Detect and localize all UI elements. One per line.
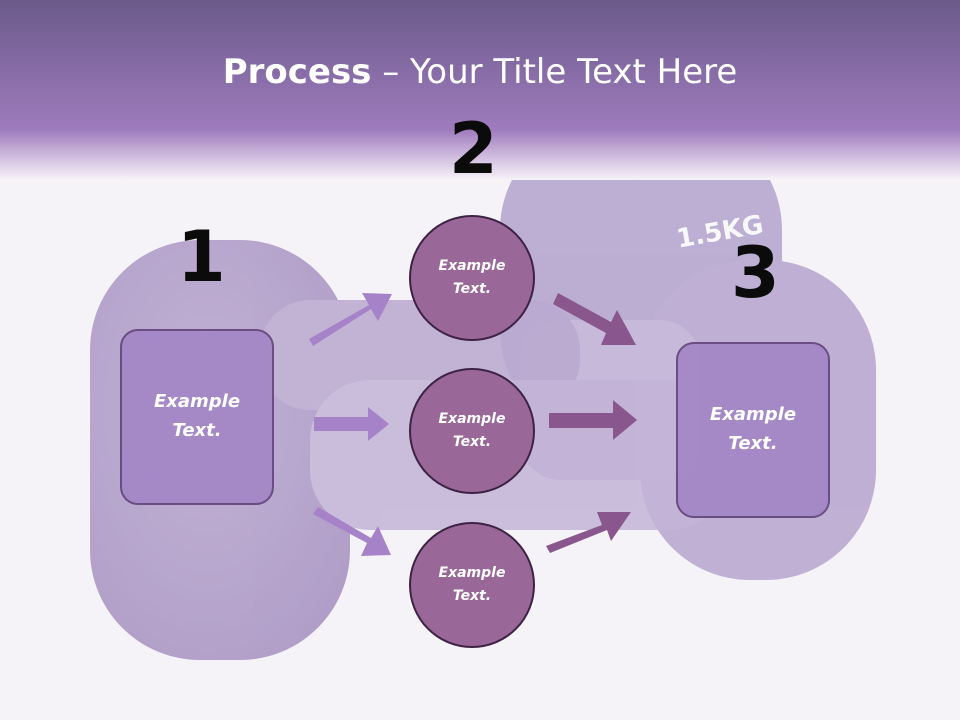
step-2-circle-middle-text: Example Text.	[438, 410, 506, 450]
step-1-box: Example Text.	[120, 329, 274, 505]
step-2-number: 2	[449, 108, 498, 190]
step-1-number: 1	[177, 216, 226, 298]
slide-title: Process – Your Title Text Here	[0, 52, 960, 92]
step-2-circle-middle: Example Text.	[409, 368, 535, 494]
step-2-circle-top-text: Example Text.	[438, 257, 506, 297]
title-bold: Process	[222, 52, 372, 92]
step-3-text: Example Text.	[709, 404, 797, 454]
title-rest: – Your Title Text Here	[371, 52, 738, 92]
step-2-circle-top: Example Text.	[409, 215, 535, 341]
step-3-box: Example Text.	[676, 342, 830, 518]
title-banner	[0, 0, 960, 180]
step-1-text: Example Text.	[153, 391, 241, 441]
step-3-number: 3	[731, 232, 780, 314]
step-2-circle-bottom-text: Example Text.	[438, 564, 506, 604]
step-2-circle-bottom: Example Text.	[409, 522, 535, 648]
